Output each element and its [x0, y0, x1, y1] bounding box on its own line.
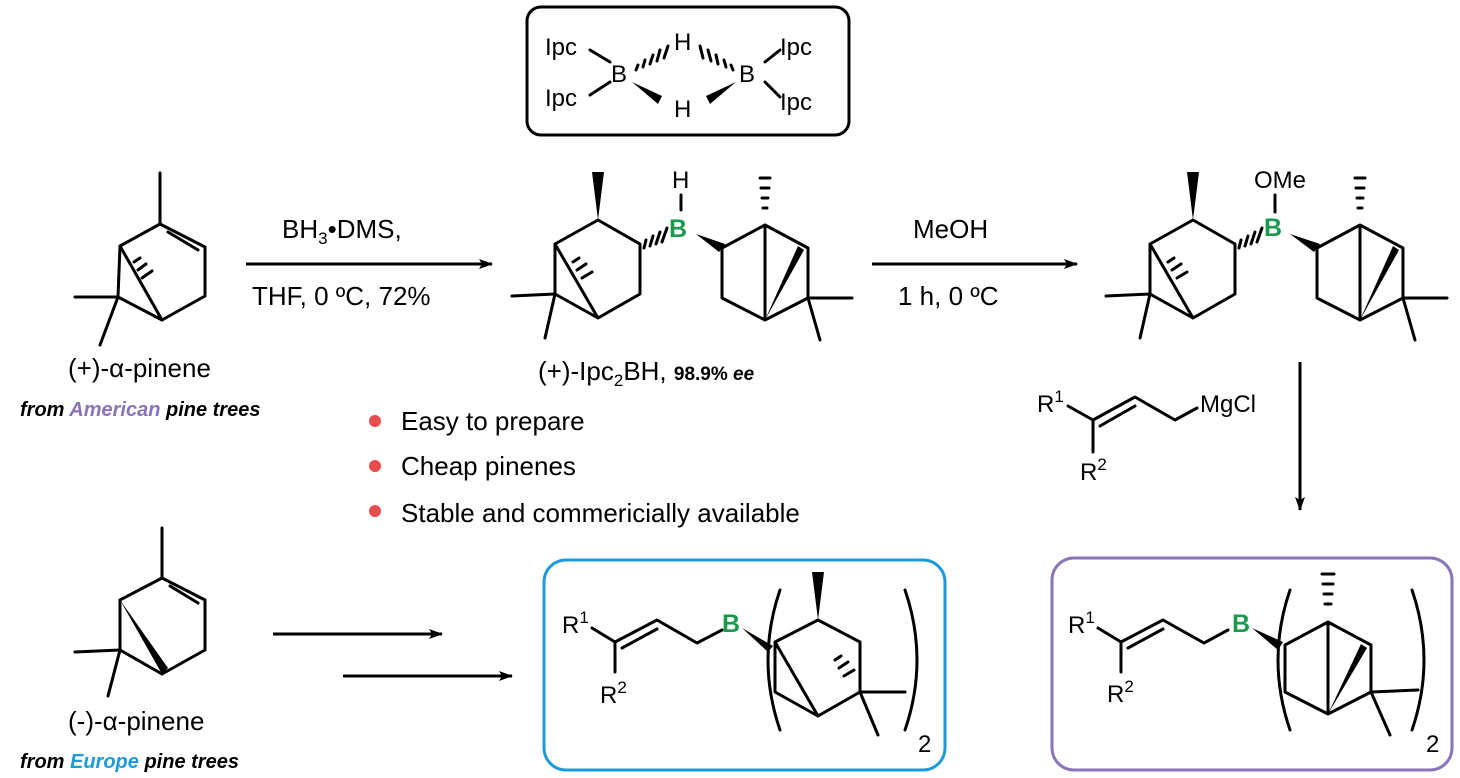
dimer-frame	[525, 5, 851, 137]
ipc2bh-hydride: H	[672, 167, 689, 194]
ipc2bome-right-wedge	[1360, 246, 1399, 320]
product-eu-r2: R2	[600, 678, 627, 709]
dimer-ipc-2: Ipc	[545, 85, 577, 112]
dimer-hash-right	[698, 44, 735, 72]
ipc2bh-label: (+)-Ipc2BH, 98.9% ee	[538, 356, 755, 390]
product-am-ring	[1283, 620, 1420, 737]
pinene-plus-hash	[132, 256, 154, 280]
reagent-conditions-2: 1 h, 0 ºC	[898, 281, 999, 311]
ipc2bh-right-wedge	[765, 246, 804, 320]
american-highlight: American	[68, 399, 160, 421]
product-eu-paren-right	[903, 588, 919, 732]
bullet-dot-2	[369, 460, 381, 472]
product-am-double	[1126, 627, 1165, 650]
grignard-bonds	[1066, 395, 1199, 454]
dimer-h-bottom: H	[674, 96, 691, 123]
product-am-paren-right	[1410, 588, 1426, 732]
product-am-subscript: 2	[1426, 731, 1439, 758]
feature-list: Easy to prepare Cheap pinenes Stable and…	[369, 406, 800, 528]
pinene-minus-wedge	[120, 600, 168, 674]
dimer-h-top: H	[674, 29, 691, 56]
dimer-bonds	[588, 48, 782, 99]
ome-label: OMe	[1254, 167, 1306, 194]
product-europe-box: R1 R2 B 2	[542, 558, 947, 772]
bullet-text-2: Cheap pinenes	[401, 451, 576, 481]
product-europe-frame	[542, 558, 947, 772]
ipc2bh-left-hash	[642, 226, 669, 250]
pinene-plus-label: (+)-α-pinene	[68, 353, 211, 383]
grignard-r1: R1	[1037, 387, 1064, 418]
pinene-minus-source: from Europe pine trees	[20, 751, 239, 773]
ipc2bh-left-ring	[510, 218, 642, 340]
dimer-ipc-4: Ipc	[780, 89, 812, 116]
grignard-r2: R2	[1080, 455, 1107, 486]
product-eu-r1: R1	[562, 608, 589, 639]
grignard-double	[1098, 404, 1137, 428]
product-eu-paren-left	[766, 588, 782, 732]
product-eu-subscript: 2	[918, 731, 931, 758]
product-am-r1: R1	[1068, 608, 1095, 639]
dimer-wedges	[632, 82, 736, 104]
product-am-wedge	[1328, 644, 1367, 714]
minus-alpha-pinene-structure	[73, 526, 207, 698]
grignard-mgcl: MgCl	[1200, 391, 1256, 418]
pinene-plus-bonds	[73, 171, 207, 347]
product-eu-boron: B	[722, 610, 740, 638]
allyl-grignard: R1 R2 MgCl	[1037, 387, 1256, 486]
ipc2bh-left-hash2	[571, 256, 594, 280]
product-eu-wedge-b	[742, 628, 773, 652]
pinene-plus-double	[166, 230, 200, 252]
europe-highlight: Europe	[70, 751, 139, 773]
reagent-meoh: MeOH	[913, 214, 988, 244]
pinene-minus-bonds	[73, 526, 207, 698]
ipc2bome-left-hash2	[1166, 256, 1189, 280]
ipc2bome-left-ring	[1104, 218, 1237, 340]
product-eu-ring	[773, 618, 907, 737]
pinene-minus-double	[168, 584, 200, 605]
bullet-text-1: Easy to prepare	[401, 406, 585, 436]
ipc2bh-left-wedge	[592, 172, 604, 220]
product-am-hash	[1320, 572, 1336, 606]
ipc2bome-left-wedge	[1187, 172, 1199, 220]
ipc2bome-right-ring	[1315, 223, 1449, 342]
reagent-bh3-dms: BH3•DMS,	[282, 214, 402, 248]
dimer-hash-left	[634, 44, 670, 72]
product-am-paren-left	[1276, 588, 1292, 732]
pinene-minus-label: (-)-α-pinene	[68, 706, 204, 736]
ipc2bh-right-wedge-b	[696, 234, 725, 252]
plus-alpha-pinene-structure	[73, 171, 207, 347]
reagent-conditions-1: THF, 0 ºC, 72%	[252, 281, 431, 311]
ipc2bh-boron: B	[669, 215, 687, 243]
ipc2bome-right-hash	[1353, 176, 1367, 210]
ipc2bh-right-hash	[758, 176, 772, 210]
dimer-b-left: B	[611, 61, 627, 88]
ipc2bh-right-ring	[720, 223, 854, 342]
product-eu-hash	[833, 654, 856, 678]
ipc2bh-dimer: Ipc Ipc Ipc Ipc B B H H	[525, 5, 851, 137]
ipc2bome-right-wedge-b	[1290, 234, 1320, 252]
dimer-ipc-1: Ipc	[545, 34, 577, 61]
product-am-chain	[1096, 618, 1230, 674]
product-am-boron: B	[1232, 610, 1250, 638]
ipc2bome-structure: OMe B	[1104, 167, 1449, 342]
pinene-plus-source: from American pine trees	[20, 399, 260, 421]
product-america-frame	[1050, 556, 1454, 772]
product-am-wedge-b	[1252, 628, 1283, 650]
product-eu-wedge	[812, 572, 824, 620]
ipc2bome-left-hash	[1237, 226, 1264, 250]
bullet-dot-3	[369, 505, 381, 517]
dimer-b-right: B	[739, 61, 755, 88]
product-america-box: R1 R2 B 2	[1050, 556, 1454, 772]
product-eu-double	[620, 627, 659, 650]
bullet-dot-1	[369, 415, 381, 427]
ipc2bh-structure: B H	[510, 167, 854, 342]
product-am-r2: R2	[1107, 677, 1134, 708]
product-eu-chain	[590, 618, 724, 674]
dimer-ipc-3: Ipc	[780, 34, 812, 61]
bullet-text-3: Stable and commericially available	[401, 498, 800, 528]
ipc2bome-boron: B	[1264, 214, 1282, 242]
